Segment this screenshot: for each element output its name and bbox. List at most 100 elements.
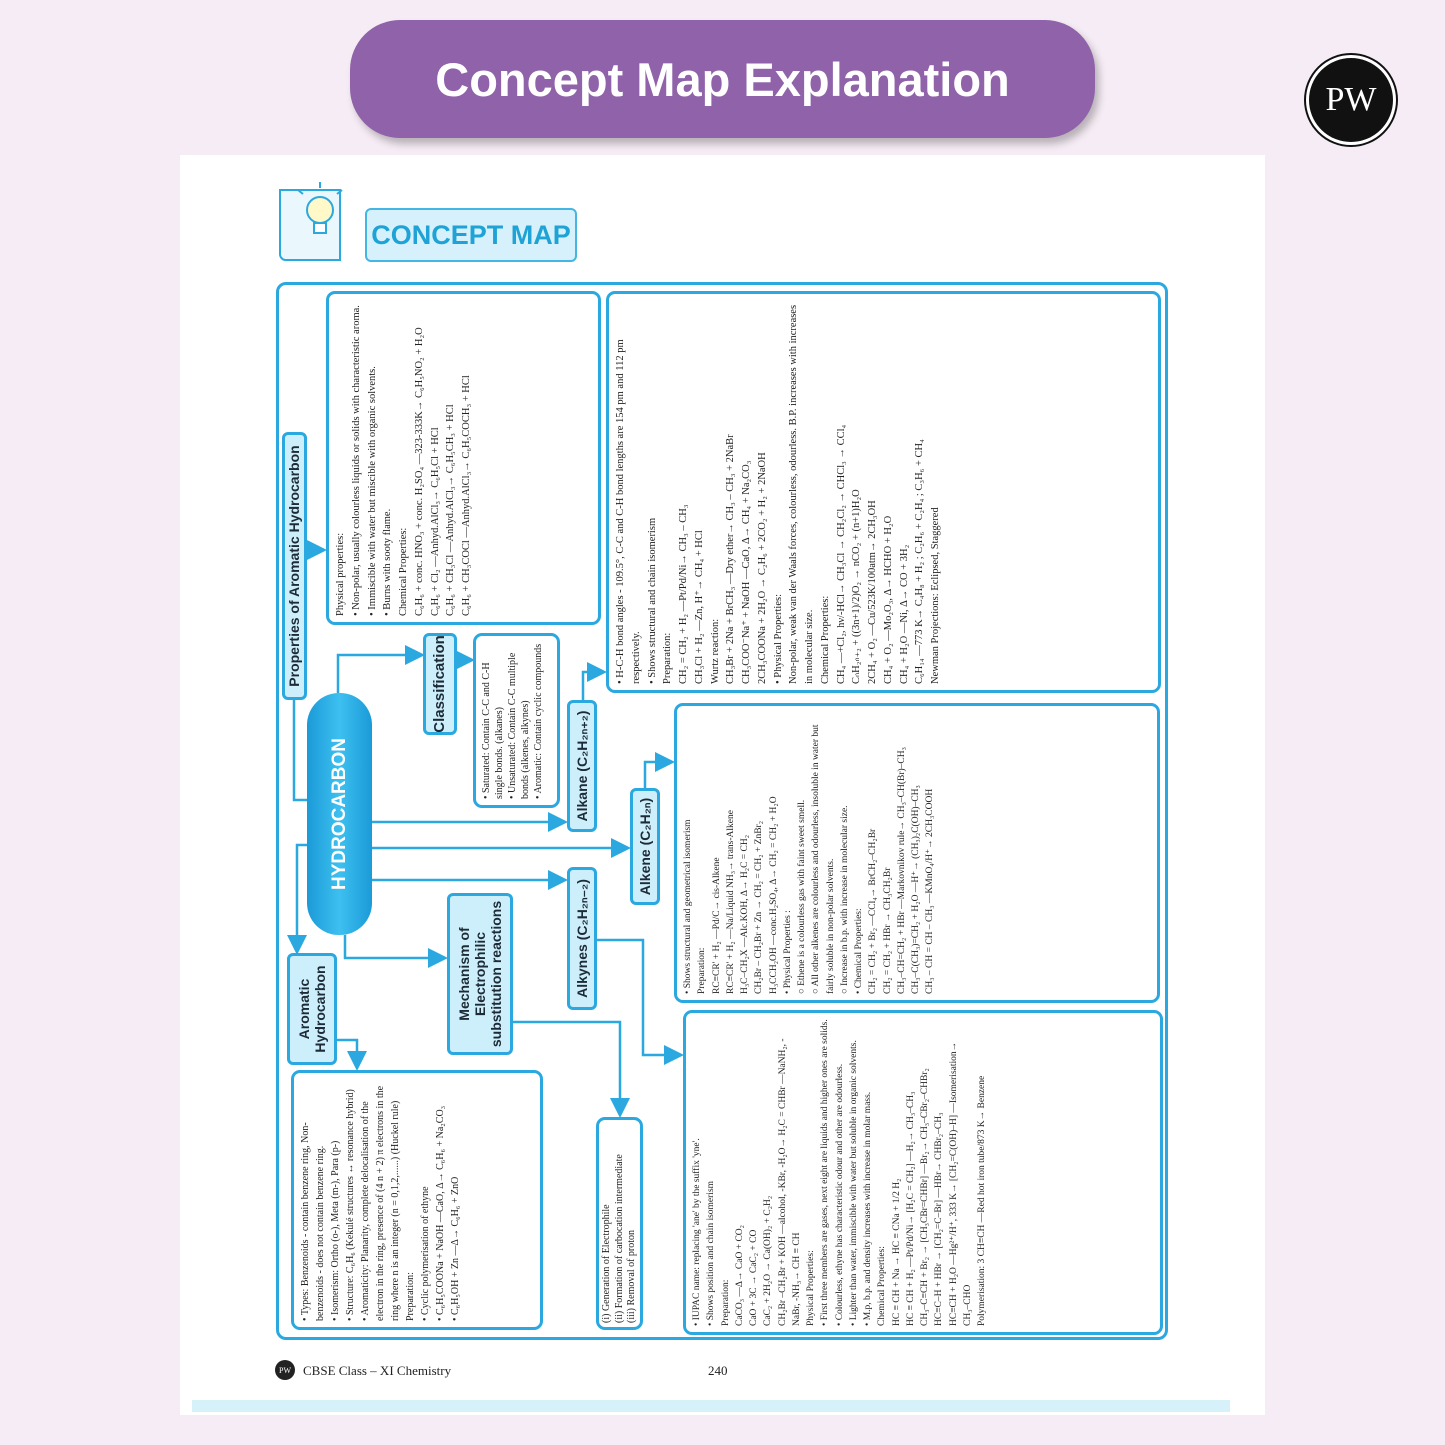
text-line: H₃C–CH₂X —Alc.KOH, Δ→ H₂C = CH₂ (740, 834, 750, 994)
text-line: CH₂ = CH₂ + H₂ —Pt/Pd/Ni→ CH₃ – CH₃ (678, 504, 689, 684)
pw-logo: PW (1306, 55, 1396, 145)
text-line: C₆H₆ + CH₃COCl —Anhyd.AlCl₃→ C₆H₅COCH₃ +… (461, 375, 472, 616)
text-line: Chemical Properties: (877, 1246, 888, 1326)
text-line: • Unsaturated: Contain C-C multiple bond… (507, 652, 531, 799)
text-line: • Chemical Properties: (854, 908, 864, 994)
text-line: • Colourless, ethyne has characteristic … (834, 1063, 845, 1326)
text-line: Newman Projections: Eclipsed, Staggered (930, 507, 941, 684)
text-block: (i) Generation of Electrophile(ii) Forma… (599, 1120, 640, 1327)
page-number: 240 (708, 1363, 728, 1378)
text-line: RC≡CR' + H₂ —Pd/C→ cis-Alkene (711, 857, 722, 994)
text-line: Preparation: (697, 947, 708, 994)
text-line: ○ Ethene is a colourless gas with faint … (797, 799, 807, 994)
text-line: 2CH₃COONa + 2H₂O → C₂H₆ + 2CO₂ + H₂ + 2N… (756, 452, 768, 684)
text-line: C₆H₆ + Cl₂ —Anhyd.AlCl₃→ C₆H₅Cl + HCl (429, 427, 441, 616)
node-alkane[interactable]: Alkane (C₂H₂ₙ₊₂) (567, 700, 597, 832)
text-line: Chemical Properties: (398, 527, 409, 616)
alkene-details-box: • Shows structural and geometrical isome… (674, 703, 1160, 1003)
text-line: CH₃ – CH = CH – CH₃ —KMnO₄/H⁺→ 2CH₃COOH (925, 788, 936, 994)
text-block: • Types: Benzenoids - contain benzene ri… (294, 1073, 540, 1327)
footer-book-title: CBSE Class – XI Chemistry (303, 1363, 452, 1378)
text-line: • IUPAC name: replacing 'ane' by the suf… (692, 1138, 702, 1326)
text-line: Preparation: (720, 1279, 731, 1326)
node-aromatic-hydrocarbon[interactable]: Aromatic Hydrocarbon (287, 953, 337, 1065)
text-block: • H-C-H bond angles - 109.5°, C-C and C-… (609, 294, 1158, 690)
text-line: • Non-polar, usually colourless liquids … (350, 305, 362, 616)
page-bottom-bar (192, 1400, 1230, 1412)
text-line: CH₃–CH=CH₂ + HBr —Markovnikov rule→ CH₃–… (896, 747, 907, 994)
text-block: • Shows structural and geometrical isome… (677, 706, 1157, 1000)
text-line: C₆H₆ + CH₃Cl —Anhyd.AlCl₃→ C₆H₅CH₃ + HCl (445, 404, 457, 616)
text-line: Non-polar, weak van der Waals forces, co… (788, 304, 815, 684)
text-line: • Structure: C₆H₆ (Kekulé structures ↔ r… (345, 1089, 356, 1321)
text-line: Preparation: (405, 1272, 416, 1321)
text-line: (iii) Removal of proton (626, 1229, 637, 1323)
text-line: • Shows structural and geometrical isome… (683, 819, 693, 994)
node-classification[interactable]: Classification (423, 633, 457, 735)
node-alkynes[interactable]: Alkynes (C₂H₂ₙ₋₂) (567, 867, 597, 1010)
aromatic-properties-box: Physical properties: • Non-polar, usually… (326, 291, 601, 625)
page-title: Concept Map Explanation (350, 20, 1095, 138)
text-line: Physical Properties: (806, 1250, 816, 1326)
lightbulb-scroll-icon (278, 182, 343, 261)
text-line: • Burns with sooty flame. (382, 508, 394, 616)
text-line: 2CH₄ + O₂ —Cu/523K/100atm→ 2CH₃OH (867, 500, 878, 684)
text-line: CH₃–C(CH₃)=CH₂ + H₂O —H⁺→ (CH₃)₂C(OH)–CH… (911, 785, 921, 994)
text-line: HC≡C–H + HBr → [CH₂=C–Br] —HBr→ CHBr₂–CH… (934, 1112, 945, 1326)
text-line: H₃CCH₂OH —conc.H₂SO₄, Δ→ CH₂ = CH₂ + H₂O (768, 796, 779, 994)
node-alkene[interactable]: Alkene (C₂H₂ₙ) (630, 788, 660, 905)
text-block: • IUPAC name: replacing 'ane' by the suf… (686, 1013, 1160, 1332)
text-line: • C₆H₅COONa + NaOH —CaO, Δ→ C₆H₆ + Na₂CO… (435, 1105, 446, 1321)
text-line: Chemical Properties: (819, 595, 831, 684)
text-line: • C₆H₅OH + Zn —Δ→ C₆H₆ + ZnO (450, 1176, 461, 1321)
node-properties-aromatic[interactable]: Properties of Aromatic Hydrocarbon (282, 432, 307, 700)
text-line: • Isomerism: Ortho (o-), Meta (m-), Para… (330, 1140, 341, 1321)
text-line: C₆H₆ + conc. HNO₃ + conc. H₂SO₄ —323-333… (413, 327, 425, 616)
text-line: HC ≡ CH + Na → HC ≡ CNa + 1/2 H₂ (891, 1178, 902, 1326)
text-line: • Shows position and chain isomerism (706, 1180, 717, 1326)
title-text: Concept Map Explanation (435, 52, 1010, 106)
electrophile-steps-box: (i) Generation of Electrophile(ii) Forma… (596, 1117, 643, 1330)
text-line: CH₄ + O₂ —Mo₂O₃, Δ→ HCHO + H₂O (882, 515, 894, 684)
classification-items-box: • Saturated: Contain C-C and C-H single … (473, 633, 560, 808)
text-line: • Cyclic polymerisation of ethyne (420, 1186, 431, 1321)
text-line: • Immiscible with water but miscible wit… (366, 366, 378, 616)
text-line: CH₂ = CH₂ + HBr → CH₃CH₂Br (882, 867, 893, 994)
text-line: • Physical Properties : (782, 910, 793, 994)
footer-pw-logo: PW (275, 1360, 295, 1380)
concept-map-frame (276, 282, 1168, 1340)
text-line: CH₂Br – CH₂Br + Zn → CH₂ = CH₂ + ZnBr₂ (754, 820, 765, 994)
text-line: CₙH₂ₙ₊₂ + ((3n+1)/2)O₂ → nCO₂ + (n+1)H₂O (851, 489, 863, 684)
text-line: • H-C-H bond angles - 109.5°, C-C and C-… (615, 339, 642, 684)
text-line: CH₃–C≡CH + Br₂ → [CH₃CBr=CHBr] —Br₂→ CH₃… (920, 1068, 930, 1326)
aromatic-hydrocarbon-details-box: • Types: Benzenoids - contain benzene ri… (291, 1070, 543, 1330)
text-line: • Shows structural and chain isomerism (646, 517, 658, 684)
text-line: CaCO₃ —Δ→ CaO + CO₂ (734, 1225, 745, 1326)
text-line: CH₃COO⁻Na⁺ + NaOH —CaO, Δ→ CH₄ + Na₂CO₃ (741, 460, 752, 684)
concept-map-label: CONCEPT MAP (365, 208, 577, 262)
node-hydrocarbon[interactable]: HYDROCARBON (307, 693, 372, 935)
text-line: (i) Generation of Electrophile (601, 1204, 612, 1323)
text-line: CH₃Br + 2Na + BrCH₃ —Dry ether→ CH₃ – CH… (725, 434, 737, 684)
text-line: Wurtz reaction: (709, 618, 721, 684)
text-line: Physical properties: (335, 532, 346, 616)
text-line: C₆H₁₄ —773 K→ C₄H₈ + H₂ ; C₂H₆ + C₂H₄ ; … (914, 439, 926, 684)
text-line: • Aromaticity: Planarity, complete deloc… (360, 1085, 401, 1321)
node-mechanism[interactable]: Mechanism of Electrophilic substitution … (447, 893, 513, 1055)
text-line: • Types: Benzenoids - contain benzene ri… (300, 1122, 326, 1321)
text-line: Polymerisation: 3 CH≡CH —Red hot iron tu… (977, 1075, 987, 1326)
alkane-details-box: • H-C-H bond angles - 109.5°, C-C and C-… (606, 291, 1161, 693)
text-line: CaC₂ + 2H₂O → Ca(OH)₂ + C₂H₂ (763, 1195, 774, 1326)
text-line: RC≡CR' + H₂ —Na/Liquid NH₃→ trans-Alkene (725, 810, 736, 994)
text-line: CH₄ —+Cl₂, hν/-HCl→ CH₃Cl → CH₂Cl₂ → CHC… (835, 424, 847, 684)
text-line: • First three members are gases, next ei… (820, 1019, 831, 1326)
text-line: ○ Increase in b.p. with increase in mole… (839, 805, 850, 994)
text-line: CH₃Cl + H₂ —Zn, H⁺→ CH₄ + HCl (693, 530, 705, 684)
text-line: CH₂ = CH₂ + Br₂ —CCl₄→ BrCH₂–CH₂Br (868, 828, 879, 994)
text-line: ○ All other alkenes are colourless and o… (811, 724, 836, 994)
text-line: • Aromatic: Contain cyclic compounds (533, 643, 544, 799)
text-block: Physical properties: • Non-polar, usually… (329, 294, 598, 622)
text-block: • Saturated: Contain C-C and C-H single … (476, 636, 557, 805)
text-line: Preparation: (662, 632, 674, 684)
text-line: CH₄ + H₂O —Ni, Δ→ CO + 3H₂ (898, 544, 910, 684)
